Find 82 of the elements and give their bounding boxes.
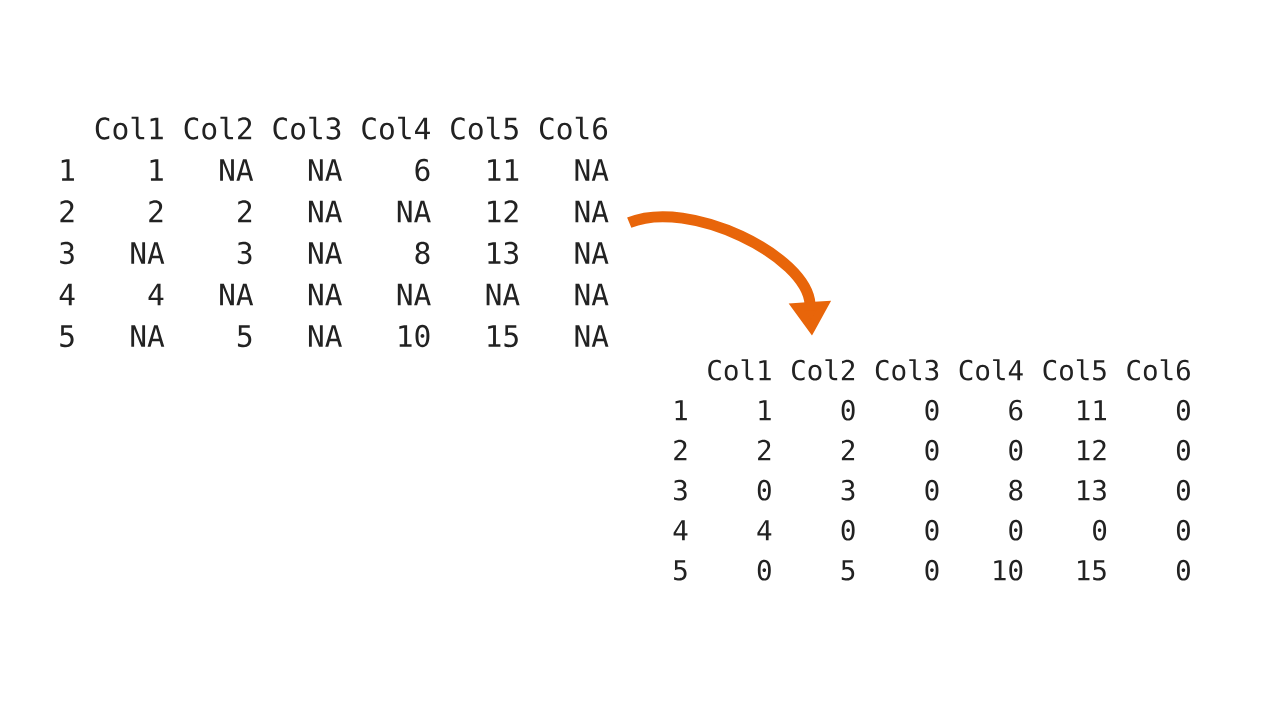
table-cell: 6 <box>1009 399 1023 421</box>
table-cell: 0 <box>841 519 855 541</box>
table-cell: 0 <box>757 559 771 581</box>
table-cell: NA <box>309 283 342 306</box>
column-header: Col6 <box>540 116 608 140</box>
table-cell: 10 <box>994 559 1023 581</box>
table-cell: 5 <box>841 560 855 581</box>
table-cell: 0 <box>757 479 771 501</box>
column-header: Col5 <box>451 116 518 140</box>
column-header: Col6 <box>1127 359 1190 381</box>
table-cell: 0 <box>925 559 939 581</box>
table-cell: 0 <box>925 439 939 461</box>
column-header: Col3 <box>273 116 341 140</box>
table-cell: 0 <box>925 479 939 501</box>
table-cell: 8 <box>1009 479 1023 501</box>
table-cell: 2 <box>149 200 163 223</box>
table-cell: 0 <box>925 399 939 421</box>
table-cell: 13 <box>488 241 518 265</box>
table-cell: 4 <box>757 520 772 541</box>
table-cell: NA <box>309 242 342 264</box>
table-cell: NA <box>131 325 165 347</box>
row-label: 3 <box>60 241 74 265</box>
table-cell: 2 <box>758 439 771 461</box>
table-cell: 1 <box>759 400 771 421</box>
column-header: Col2 <box>184 116 252 140</box>
table-cell: 15 <box>1078 560 1106 581</box>
column-header: Col4 <box>959 359 1023 381</box>
table-cell: 4 <box>148 283 164 306</box>
table-cell: 15 <box>488 325 518 348</box>
table-cell: 3 <box>841 479 855 501</box>
row-label: 3 <box>674 479 687 501</box>
table-cell: NA <box>575 283 609 306</box>
table-cell: 0 <box>841 399 855 421</box>
table-cell: 0 <box>1176 519 1190 541</box>
table-cell: 13 <box>1078 479 1106 501</box>
table-cell: 8 <box>415 241 430 265</box>
table-cell: NA <box>575 159 609 181</box>
table-cell: 1 <box>150 159 163 181</box>
column-header: Col4 <box>362 116 430 140</box>
table-cell: 2 <box>238 200 252 223</box>
table-cell: NA <box>575 242 609 264</box>
table-cell: 2 <box>841 439 855 461</box>
table-cell: 12 <box>488 200 518 223</box>
row-label: 5 <box>674 560 687 581</box>
table-cell: NA <box>131 242 165 264</box>
column-header: Col2 <box>792 359 855 381</box>
table-cell: NA <box>309 325 342 347</box>
row-label: 2 <box>674 439 687 461</box>
row-label: 4 <box>673 520 688 541</box>
table-cell: 3 <box>237 241 252 265</box>
table-cell: NA <box>309 159 342 181</box>
column-header: Col5 <box>1043 359 1106 381</box>
table-cell: 10 <box>399 324 430 348</box>
table-cell: NA <box>220 283 254 306</box>
row-label: 1 <box>675 400 687 421</box>
row-label: 2 <box>60 200 74 223</box>
table-cell: NA <box>397 200 431 223</box>
table-cell: NA <box>220 159 254 181</box>
table-cell: NA <box>486 283 520 306</box>
column-header: Col3 <box>875 359 939 381</box>
table-cell: 6 <box>415 158 430 182</box>
column-header: Col1 <box>708 359 771 381</box>
column-header: Col1 <box>95 116 163 140</box>
table-cell: 0 <box>1093 519 1107 541</box>
table-cell: 11 <box>1078 400 1106 421</box>
row-label: 4 <box>59 283 75 306</box>
table-cell: 0 <box>1009 519 1023 541</box>
table-cell: 0 <box>925 519 939 541</box>
table-cell: NA <box>309 200 342 223</box>
table-cell: NA <box>575 200 609 223</box>
table-cell: 5 <box>237 325 252 348</box>
table-cell: 12 <box>1078 439 1106 461</box>
table-cell: NA <box>397 283 431 306</box>
table-cell: 0 <box>1176 479 1190 501</box>
table-cell: 0 <box>1009 439 1023 461</box>
table-cell: 11 <box>488 159 519 181</box>
table-cell: NA <box>575 325 609 347</box>
row-label: 5 <box>60 325 74 348</box>
row-label: 1 <box>61 159 74 181</box>
table-cell: 0 <box>1176 399 1190 421</box>
table-cell: 0 <box>1176 559 1190 581</box>
table-cell: 0 <box>1176 439 1190 461</box>
